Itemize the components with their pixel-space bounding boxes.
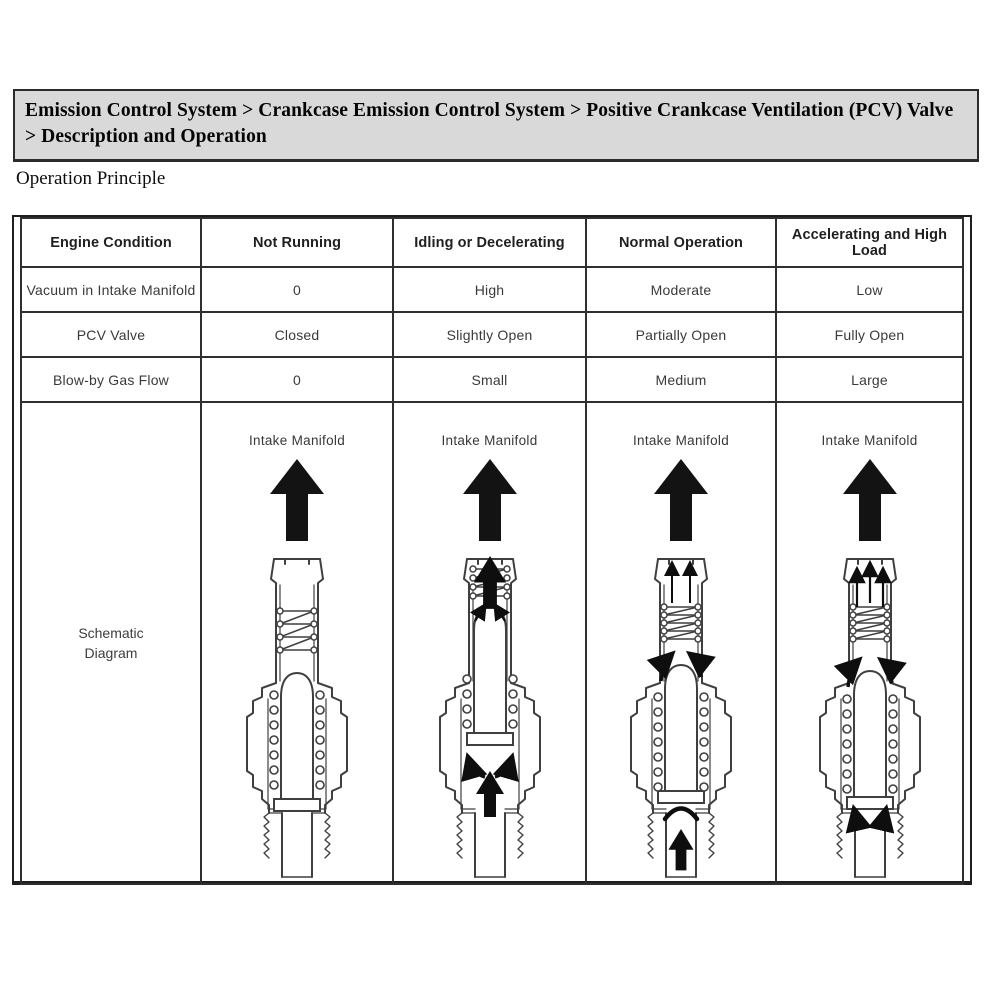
row-label-schematic-diagram: Schematic Diagram bbox=[20, 401, 202, 885]
schematic-cell-not-running: Intake Manifold bbox=[200, 401, 394, 885]
schematic-cell-idling: Intake Manifold bbox=[392, 401, 587, 885]
cell-blowby-not-running: 0 bbox=[200, 356, 394, 403]
cell-vacuum-normal: Moderate bbox=[585, 266, 777, 313]
operation-principle-table: Engine Condition Not Running Idling or D… bbox=[20, 217, 964, 885]
cell-blowby-idling: Small bbox=[392, 356, 587, 403]
row-label-blowby: Blow-by Gas Flow bbox=[20, 356, 202, 403]
col-header-not-running: Not Running bbox=[200, 217, 394, 268]
schematic-cell-normal: Intake Manifold bbox=[585, 401, 777, 885]
intake-manifold-label: Intake Manifold bbox=[632, 433, 730, 448]
header-row: Engine Condition Not Running Idling or D… bbox=[20, 217, 964, 268]
page-title: Operation Principle bbox=[16, 168, 166, 189]
cell-vacuum-accelerating: Low bbox=[775, 266, 964, 313]
intake-flow-up-arrow-icon bbox=[842, 459, 897, 541]
table-row-vacuum: Vacuum in Intake Manifold 0 High Moderat… bbox=[20, 266, 964, 313]
cell-vacuum-not-running: 0 bbox=[200, 266, 394, 313]
cell-blowby-normal: Medium bbox=[585, 356, 777, 403]
schematic-row: Schematic Diagram Intake Manifold bbox=[20, 401, 964, 885]
intake-flow-up-arrow-icon bbox=[654, 459, 708, 541]
intake-manifold-label: Intake Manifold bbox=[248, 433, 346, 448]
table-row-blowby: Blow-by Gas Flow 0 Small Medium Large bbox=[20, 356, 964, 403]
pcv-valve-diagram-slightly-open bbox=[438, 556, 541, 878]
pcv-valve-diagram-closed bbox=[246, 558, 348, 878]
col-header-normal-operation: Normal Operation bbox=[585, 217, 777, 268]
cell-vacuum-idling: High bbox=[392, 266, 587, 313]
row-label-vacuum: Vacuum in Intake Manifold bbox=[20, 266, 202, 313]
breadcrumb: Emission Control System > Crankcase Emis… bbox=[13, 89, 979, 162]
pcv-valve-diagram-partially-open bbox=[630, 558, 732, 878]
intake-manifold-label: Intake Manifold bbox=[821, 433, 918, 448]
schematic-cell-accelerating: Intake Manifold bbox=[775, 401, 964, 885]
col-header-idling-decelerating: Idling or Decelerating bbox=[392, 217, 587, 268]
col-header-accelerating-high-load: Accelerating and High Load bbox=[775, 217, 964, 268]
schematic-label: Schematic Diagram bbox=[78, 624, 144, 661]
intake-flow-up-arrow-icon bbox=[270, 459, 324, 541]
col-header-engine-condition: Engine Condition bbox=[20, 217, 202, 268]
cell-pcv-idling: Slightly Open bbox=[392, 311, 587, 358]
row-label-pcv-valve: PCV Valve bbox=[20, 311, 202, 358]
pcv-valve-diagram-fully-open bbox=[818, 558, 921, 878]
table-row-pcv-valve: PCV Valve Closed Slightly Open Partially… bbox=[20, 311, 964, 358]
intake-flow-up-arrow-icon bbox=[462, 459, 517, 541]
breadcrumb-text: Emission Control System > Crankcase Emis… bbox=[25, 100, 954, 147]
intake-manifold-label: Intake Manifold bbox=[441, 433, 538, 448]
cell-pcv-not-running: Closed bbox=[200, 311, 394, 358]
cell-pcv-normal: Partially Open bbox=[585, 311, 777, 358]
cell-blowby-accelerating: Large bbox=[775, 356, 964, 403]
operation-table-frame: Engine Condition Not Running Idling or D… bbox=[12, 215, 972, 885]
cell-pcv-accelerating: Fully Open bbox=[775, 311, 964, 358]
